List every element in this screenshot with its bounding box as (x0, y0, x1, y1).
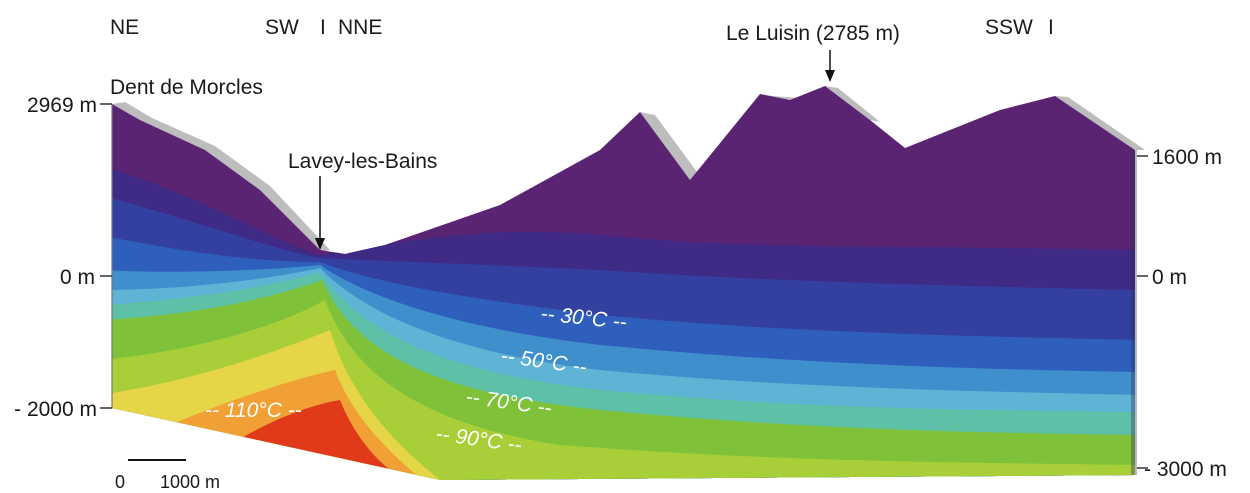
orientation-sep-middle: I (320, 16, 326, 39)
orientation-sw: SW (265, 16, 299, 39)
elev-right-top: 1600 m (1152, 146, 1222, 169)
right-edge (1131, 150, 1137, 475)
isotherm-110: -- 110°C -- (205, 399, 302, 422)
elev-right-zero: 0 m (1152, 266, 1187, 289)
terrain-shadow-right (640, 86, 1145, 182)
lavey-arrow-head (315, 238, 325, 250)
label-dent-de-morcles: Dent de Morcles (110, 76, 263, 99)
elev-left-bottom: - 2000 m (14, 398, 97, 421)
label-le-luisin: Le Luisin (2785 m) (726, 22, 900, 45)
scale-bar-end: 1000 m (160, 472, 220, 492)
thermal-model-body (112, 86, 1135, 480)
elev-left-top: 2969 m (27, 94, 97, 117)
orientation-ne: NE (110, 16, 139, 39)
terrain-shadow (112, 102, 330, 252)
layer-red (230, 400, 395, 474)
label-lavey-les-bains: Lavey-les-Bains (288, 150, 437, 173)
elev-left-zero: 0 m (60, 266, 95, 289)
elev-right-bottom: - 3000 m (1144, 458, 1227, 481)
orientation-sep-right: I (1048, 16, 1054, 39)
orientation-nne: NNE (338, 16, 382, 39)
luisin-arrow-head (825, 70, 835, 82)
orientation-ssw: SSW (985, 16, 1033, 39)
scale-bar-start: 0 (115, 472, 125, 492)
